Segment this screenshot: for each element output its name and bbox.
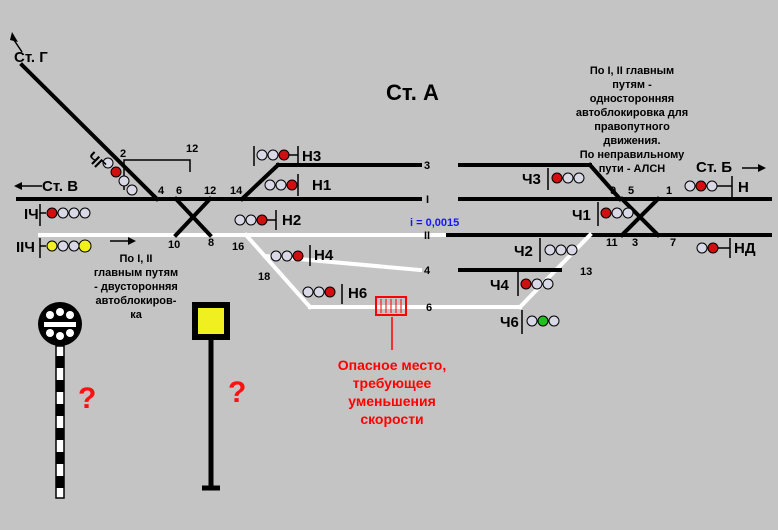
switch-2: 2 xyxy=(120,148,126,160)
danger-line: уменьшения xyxy=(348,393,436,409)
signal-ch3-label: Ч3 xyxy=(522,171,541,188)
switch-1: 1 xyxy=(666,185,672,197)
arrow-g xyxy=(13,39,23,53)
switch-18: 18 xyxy=(258,271,270,283)
danger-line: скорости xyxy=(360,411,423,427)
grade-label: i = 0,0015 xyxy=(410,217,459,229)
note-right-line: По неправильному xyxy=(580,149,685,161)
track-g-branch xyxy=(19,62,160,202)
lamps-nd xyxy=(696,242,730,254)
danger-line: Опасное место, xyxy=(338,357,446,373)
track-4-number: 4 xyxy=(424,265,431,277)
switch-13: 13 xyxy=(580,266,592,278)
switch-14: 14 xyxy=(230,185,243,197)
lamps-ch1 xyxy=(600,207,634,219)
note-right-line: правопутного xyxy=(594,121,670,133)
note-left-line: главным путям xyxy=(94,267,178,279)
signal-ch2-label: Ч2 xyxy=(514,243,533,260)
signal-n2-label: Н2 xyxy=(282,212,301,229)
note-left-line: По I, II xyxy=(120,253,153,265)
square-yellow-sign xyxy=(192,302,230,491)
switch-10: 10 xyxy=(168,239,180,251)
signal-n-label: Н xyxy=(738,179,749,196)
signal-ch6-label: Ч6 xyxy=(500,314,519,331)
switch-11: 11 xyxy=(606,237,618,249)
lamps-chg xyxy=(102,157,138,196)
note-right-line: односторонняя xyxy=(590,93,674,105)
signal-n3-label: Н3 xyxy=(302,148,321,165)
station-title: Ст. А xyxy=(386,80,439,105)
note-right-line: автоблокировка для xyxy=(576,107,688,119)
crossover-11-1 xyxy=(619,196,661,238)
lamps-n1 xyxy=(264,179,298,191)
track-i-number: I xyxy=(426,194,429,206)
arrow-g-head xyxy=(10,32,18,42)
track-6-number: 6 xyxy=(426,302,432,314)
signal-ich-label: IЧ xyxy=(24,206,39,223)
crossover-6-12 xyxy=(173,196,213,238)
switch-6: 6 xyxy=(176,185,182,197)
signal-nd-label: НД xyxy=(734,240,756,257)
round-signal-sign xyxy=(38,302,82,499)
track-3-number: 3 xyxy=(424,160,430,172)
switch-5: 5 xyxy=(628,185,634,197)
question-mark-right: ? xyxy=(228,376,246,409)
switch-7: 7 xyxy=(670,237,676,249)
direction-b-label: Ст. Б xyxy=(696,159,732,176)
arrow-ii-head xyxy=(128,237,136,245)
lamps-iich xyxy=(40,239,92,253)
lamps-n xyxy=(684,180,732,192)
note-left-line: ка xyxy=(130,309,143,321)
ladder-16-6 xyxy=(243,232,313,310)
danger-zone-marker xyxy=(375,296,407,316)
note-right-line: путям - xyxy=(612,79,652,91)
signal-lamps xyxy=(40,149,732,327)
lamps-ch3 xyxy=(551,172,585,184)
switch-3: 3 xyxy=(632,237,638,249)
ladder-9-3 xyxy=(587,162,623,202)
switch-12: 12 xyxy=(204,185,216,197)
switch-16: 16 xyxy=(232,241,244,253)
arrow-v-head xyxy=(14,182,22,190)
lamps-ich xyxy=(40,207,91,219)
switch-12-siding: 12 xyxy=(186,143,198,155)
note-left-line: автоблокиров- xyxy=(96,295,177,307)
signal-n4-label: Н4 xyxy=(314,247,334,264)
signal-n6-label: Н6 xyxy=(348,285,367,302)
track-ii-number: II xyxy=(424,230,430,242)
note-left: По I, II главным путям - двусторонняя ав… xyxy=(94,253,178,321)
switch-9: 9 xyxy=(610,185,616,197)
arrow-b-head xyxy=(758,164,766,172)
lamps-n6 xyxy=(302,286,336,298)
switch-4: 4 xyxy=(158,185,165,197)
danger-line: требующее xyxy=(353,375,432,391)
question-mark-left: ? xyxy=(78,382,96,415)
note-right-line: пути - АЛСН xyxy=(599,163,666,175)
ladder-14-3 xyxy=(239,162,281,202)
signal-iich-label: IIЧ xyxy=(16,239,35,256)
lamps-n3 xyxy=(256,149,298,161)
lamps-n2 xyxy=(234,214,276,226)
note-right-line: По I, II главным xyxy=(590,65,674,77)
lamps-n4 xyxy=(270,250,304,262)
lamps-ch4 xyxy=(520,278,554,290)
signal-chg-label: ЧГ xyxy=(83,149,109,175)
danger-note: Опасное место, требующее уменьшения скор… xyxy=(338,317,446,427)
note-left-line: - двусторонняя xyxy=(94,281,178,293)
lamps-ch6 xyxy=(526,315,560,327)
direction-g-label: Ст. Г xyxy=(14,49,48,66)
note-right-line: движения. xyxy=(603,135,660,147)
switch-8: 8 xyxy=(208,237,214,249)
siding-12 xyxy=(123,159,191,190)
signal-ch4-label: Ч4 xyxy=(490,277,510,294)
lamps-ch2 xyxy=(544,244,578,256)
signal-ch1-label: Ч1 xyxy=(572,207,591,224)
danger-zone-hatch xyxy=(380,299,402,313)
signal-n1-label: Н1 xyxy=(312,177,331,194)
note-right: По I, II главным путям - односторонняя а… xyxy=(576,65,688,175)
direction-v-label: Ст. В xyxy=(42,178,78,195)
